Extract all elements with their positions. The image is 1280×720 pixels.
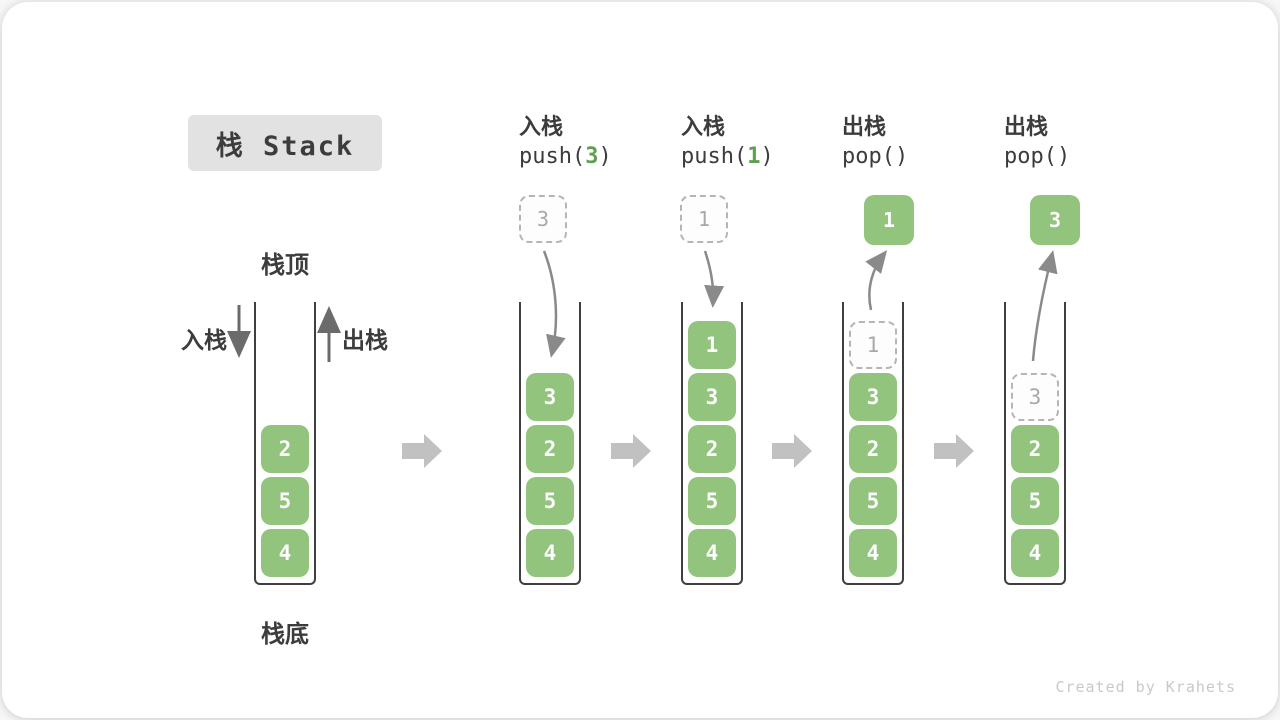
code-text: ) xyxy=(598,144,612,169)
code-text: ) xyxy=(760,144,774,169)
stack-element: 2 xyxy=(1011,425,1059,473)
stack-element: 5 xyxy=(261,477,309,525)
stack-element-removed: 1 xyxy=(849,321,897,369)
stage-transition-arrow-icon xyxy=(611,434,651,468)
stack-element: 5 xyxy=(688,477,736,525)
incoming-value-box: 1 xyxy=(680,195,728,243)
op-code-pop-1: pop() xyxy=(842,144,908,169)
stack-element-removed: 3 xyxy=(1011,373,1059,421)
stack-element: 4 xyxy=(261,529,309,577)
stack-container-after-pop-3: 3 2 5 4 xyxy=(1004,302,1066,585)
stack-element: 1 xyxy=(688,321,736,369)
stack-element: 2 xyxy=(849,425,897,473)
popped-value-box: 1 xyxy=(864,195,914,245)
stack-container-after-pop-1: 1 3 2 5 4 xyxy=(842,302,904,585)
stack-top-label: 栈顶 xyxy=(261,252,309,279)
stack-element: 4 xyxy=(526,529,574,577)
op-code-push-1: push(1) xyxy=(681,144,774,169)
op-label-push-1: 入栈 xyxy=(681,114,726,139)
stack-element: 2 xyxy=(688,425,736,473)
stack-element: 4 xyxy=(1011,529,1059,577)
code-text: push( xyxy=(681,144,748,169)
stage-transition-arrow-icon xyxy=(402,434,442,468)
code-arg: 3 xyxy=(585,144,599,169)
code-text: pop() xyxy=(1004,144,1071,169)
stack-container-after-push-1: 1 3 2 5 4 xyxy=(681,302,743,585)
pop-direction-label: 出栈 xyxy=(342,327,388,353)
stack-container-after-push-3: 3 2 5 4 xyxy=(519,302,581,585)
stack-element: 5 xyxy=(849,477,897,525)
stack-element: 3 xyxy=(688,373,736,421)
stack-element: 5 xyxy=(1011,477,1059,525)
stack-container-initial: 2 5 4 xyxy=(254,302,316,585)
incoming-value-box: 3 xyxy=(519,195,567,243)
stack-bottom-label: 栈底 xyxy=(261,621,309,648)
stack-element: 2 xyxy=(261,425,309,473)
op-label-pop-3: 出栈 xyxy=(1004,114,1049,139)
op-code-pop-3: pop() xyxy=(1004,144,1070,169)
stage-transition-arrow-icon xyxy=(934,434,974,468)
push-direction-label: 入栈 xyxy=(181,327,227,353)
op-label-pop-1: 出栈 xyxy=(842,114,887,139)
stage-transition-arrow-icon xyxy=(772,434,812,468)
stack-element: 3 xyxy=(526,373,574,421)
code-arg: 1 xyxy=(747,144,761,169)
stack-element: 4 xyxy=(849,529,897,577)
code-text: pop() xyxy=(842,144,909,169)
stack-element: 3 xyxy=(849,373,897,421)
push-1-arrow-icon xyxy=(703,250,725,308)
stack-element: 4 xyxy=(688,529,736,577)
code-text: push( xyxy=(519,144,586,169)
stack-element: 2 xyxy=(526,425,574,473)
popped-value-box: 3 xyxy=(1030,195,1080,245)
op-label-push-3: 入栈 xyxy=(519,114,564,139)
diagram-title: 栈 Stack xyxy=(188,115,382,171)
op-code-push-3: push(3) xyxy=(519,144,612,169)
stack-element: 5 xyxy=(526,477,574,525)
watermark: Created by Krahets xyxy=(1055,678,1236,696)
